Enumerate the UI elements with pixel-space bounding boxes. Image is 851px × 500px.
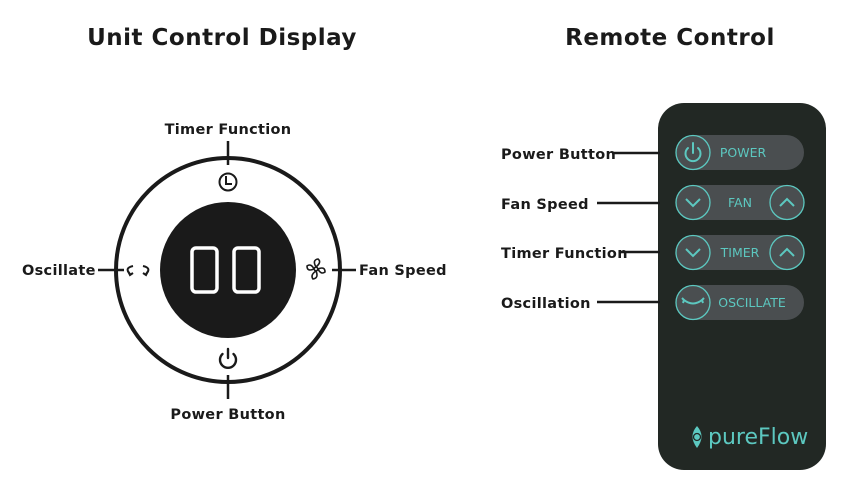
chevron-down-icon [685,248,701,258]
remote-control: Power Button Fan Speed Timer Function Os… [501,103,826,470]
fan-down-button[interactable] [675,184,711,221]
oscillate-button-label: OSCILLATE [718,295,786,310]
label-timer-function: Timer Function [165,122,292,138]
power-icon[interactable] [218,347,238,369]
fan-label: FAN [728,195,752,210]
leader-lines [98,141,356,399]
unit-title: Unit Control Display [87,25,357,51]
chevron-down-icon [685,198,701,208]
remote-label-oscillation: Oscillation [501,296,591,312]
label-fan-speed: Fan Speed [359,263,447,279]
timer-down-button[interactable] [675,234,711,271]
chevron-up-icon [779,197,795,207]
chevron-up-icon [779,247,795,257]
leaf-swirl-icon [692,426,702,448]
fan-control: FAN [675,184,805,221]
remote-title: Remote Control [565,25,775,51]
timer-control: TIMER [675,234,805,271]
unit-control-display: 00 [22,122,447,423]
label-power-button: Power Button [170,407,285,423]
power-icon [684,142,702,163]
brand-name: pureFlow [708,425,808,450]
remote-label-timer: Timer Function [501,246,628,262]
oscillate-icon[interactable] [126,265,150,277]
oscillate-button[interactable]: OSCILLATE [675,284,804,321]
fan-icon[interactable] [306,258,326,280]
power-button-label: POWER [720,145,767,160]
remote-label-fan: Fan Speed [501,197,589,213]
label-oscillate: Oscillate [22,263,96,279]
timer-clock-icon[interactable] [218,172,238,192]
digit-display [190,246,261,294]
timer-up-button[interactable] [769,234,805,271]
timer-label: TIMER [720,245,760,260]
oscillate-icon [681,297,705,305]
fan-up-button[interactable] [769,184,805,221]
remote-label-power: Power Button [501,147,616,163]
pureflow-logo: pureFlow [692,425,808,450]
power-button[interactable]: POWER [675,134,804,171]
display-panel [160,202,296,338]
